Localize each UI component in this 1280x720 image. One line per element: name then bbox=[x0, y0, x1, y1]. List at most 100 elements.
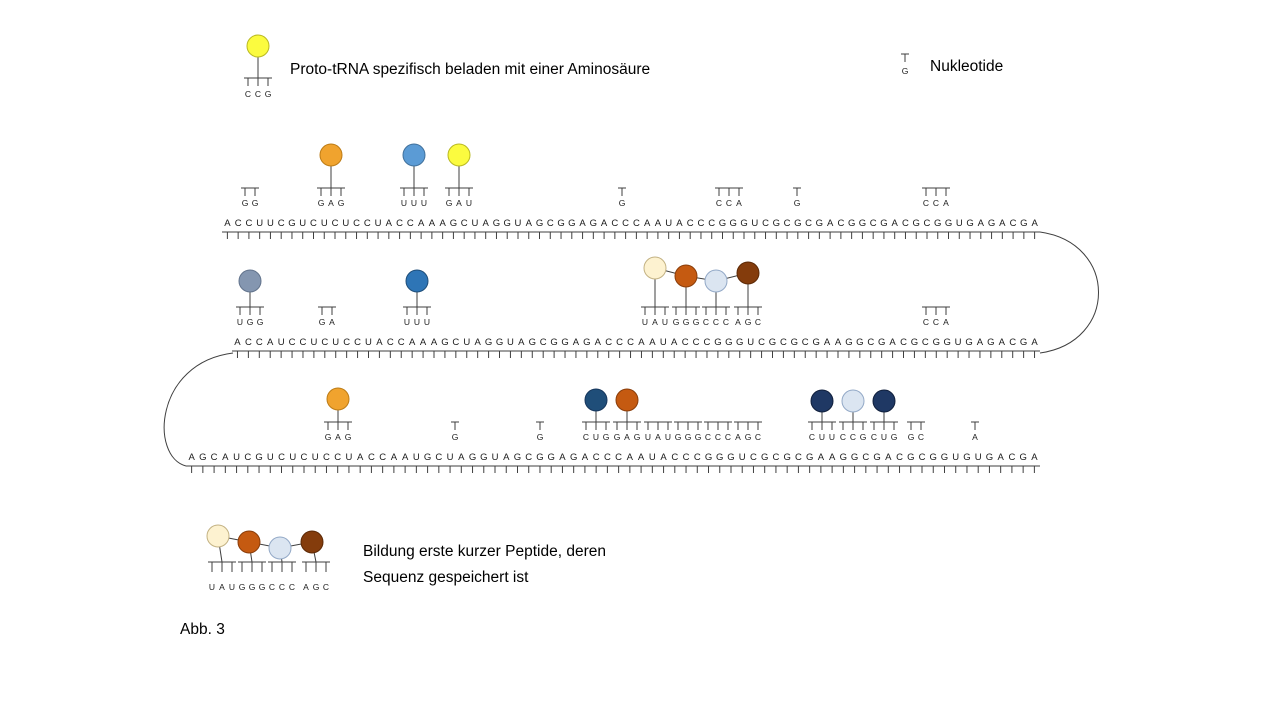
letter: C bbox=[461, 218, 468, 229]
trna-anticodon-unit: G bbox=[451, 421, 459, 442]
amino-acid-circle bbox=[268, 536, 292, 560]
letter: G bbox=[945, 218, 952, 229]
letter: A bbox=[601, 218, 608, 229]
letter: G bbox=[930, 452, 937, 463]
letter: U bbox=[739, 452, 746, 463]
amino-acid-circle bbox=[872, 389, 896, 413]
letter: G bbox=[345, 432, 352, 442]
letter: A bbox=[429, 218, 436, 229]
letter: G bbox=[987, 337, 994, 348]
letter: A bbox=[409, 337, 416, 348]
letter: G bbox=[880, 218, 887, 229]
letter: C bbox=[713, 317, 719, 327]
letter: U bbox=[256, 218, 263, 229]
letter: G bbox=[1020, 218, 1027, 229]
letter: C bbox=[837, 218, 844, 229]
letter: G bbox=[941, 452, 948, 463]
letter: G bbox=[986, 452, 993, 463]
letter: A bbox=[671, 337, 678, 348]
letter: C bbox=[687, 218, 694, 229]
letter: G bbox=[695, 432, 702, 442]
letter: U bbox=[747, 337, 754, 348]
letter: G bbox=[259, 582, 266, 592]
letter: A bbox=[735, 317, 741, 327]
letter: U bbox=[463, 337, 470, 348]
letter: A bbox=[526, 218, 533, 229]
letter: U bbox=[819, 432, 825, 442]
letter: G bbox=[583, 337, 590, 348]
letter: A bbox=[420, 337, 427, 348]
letter: A bbox=[475, 337, 482, 348]
amino-acid-circle bbox=[736, 261, 760, 285]
letter: A bbox=[391, 452, 398, 463]
letter: A bbox=[972, 432, 978, 442]
letter: A bbox=[1031, 452, 1038, 463]
strand-connector-left bbox=[163, 352, 234, 467]
letter: G bbox=[845, 337, 852, 348]
letter: G bbox=[493, 218, 500, 229]
letter: G bbox=[199, 452, 206, 463]
letter: G bbox=[424, 452, 431, 463]
letter: C bbox=[364, 218, 371, 229]
letter: C bbox=[682, 337, 689, 348]
letter: G bbox=[794, 218, 801, 229]
letter: C bbox=[605, 337, 612, 348]
letter: G bbox=[568, 218, 575, 229]
letter: C bbox=[525, 452, 532, 463]
letter: G bbox=[452, 432, 459, 442]
letter: A bbox=[458, 452, 465, 463]
letter: U bbox=[515, 218, 522, 229]
letter: G bbox=[856, 337, 863, 348]
letter: C bbox=[870, 218, 877, 229]
letter: G bbox=[851, 452, 858, 463]
letter: C bbox=[704, 337, 711, 348]
letter: G bbox=[242, 198, 249, 208]
letter: C bbox=[694, 452, 701, 463]
letter: C bbox=[922, 337, 929, 348]
letter: A bbox=[999, 337, 1006, 348]
letter: U bbox=[375, 218, 382, 229]
letter: A bbox=[889, 337, 896, 348]
letter: C bbox=[211, 452, 218, 463]
letter: A bbox=[335, 432, 341, 442]
figure-label: Abb. 3 bbox=[180, 621, 225, 638]
letter: A bbox=[997, 452, 1004, 463]
amino-acid-circle bbox=[643, 256, 667, 280]
letter: C bbox=[300, 337, 307, 348]
letter: G bbox=[561, 337, 568, 348]
letter: C bbox=[398, 337, 405, 348]
letter: G bbox=[255, 452, 262, 463]
letter: C bbox=[593, 452, 600, 463]
letter: U bbox=[345, 452, 352, 463]
letter: C bbox=[245, 218, 252, 229]
letter: C bbox=[622, 218, 629, 229]
letter: G bbox=[550, 337, 557, 348]
letter: G bbox=[536, 452, 543, 463]
letter: C bbox=[396, 218, 403, 229]
letter: U bbox=[751, 218, 758, 229]
letter: A bbox=[595, 337, 602, 348]
letter: G bbox=[504, 218, 511, 229]
letter: G bbox=[570, 452, 577, 463]
amino-acid-circle bbox=[326, 387, 350, 411]
letter: A bbox=[655, 432, 661, 442]
letter: U bbox=[237, 317, 243, 327]
letter: G bbox=[812, 337, 819, 348]
letter: G bbox=[934, 218, 941, 229]
letter: C bbox=[784, 218, 791, 229]
letter: G bbox=[318, 198, 325, 208]
letter: C bbox=[703, 317, 709, 327]
letter: C bbox=[269, 582, 275, 592]
letter: G bbox=[963, 452, 970, 463]
letter: U bbox=[312, 452, 319, 463]
